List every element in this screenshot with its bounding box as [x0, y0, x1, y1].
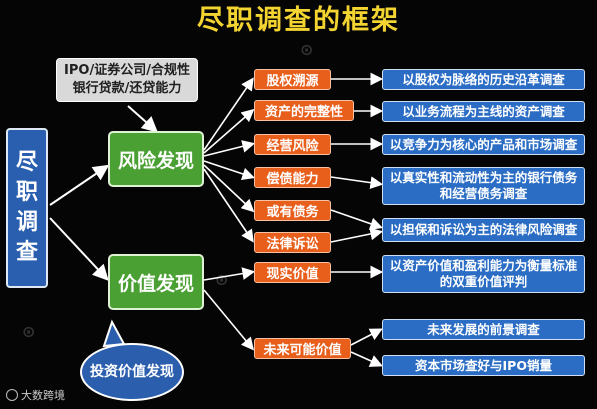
brand-logo-icon: [6, 389, 18, 401]
connector-contingent-legal: [330, 209, 384, 230]
node-litigation: 法律诉讼: [254, 232, 331, 253]
node-solvency: 偿债能力: [254, 167, 331, 188]
connector-grey-risk: [127, 105, 158, 133]
page-title: 尽职调查的框架: [197, 5, 400, 36]
value-discovery-node: 价值发现: [108, 254, 204, 310]
connector-future-capital: [350, 351, 383, 367]
root-node: 尽 职 调 查: [6, 128, 48, 288]
watermark-left: ⊙: [22, 322, 36, 341]
root-char-3: 调: [15, 210, 38, 235]
connector-root-value: [49, 217, 109, 281]
result-legal-risk: 以担保和诉讼为主的法律风险调查: [382, 218, 585, 242]
grey-context-box: IPO/证券公司/合规性 银行贷款/还贷能力: [56, 58, 198, 102]
node-future: 未来可能价值: [254, 338, 351, 359]
connector-solvency-bank: [330, 176, 384, 189]
brand-name: 大数跨境: [21, 389, 65, 402]
result-prospect: 未来发展的前景调查: [382, 319, 585, 340]
result-dual-value: 以资产价值和盈利能力为衡量标准的双重价值评判: [382, 255, 585, 293]
connector-risk-solvency: [203, 160, 256, 181]
result-equity-history: 以股权为脉络的历史沿革调查: [382, 69, 585, 90]
brand-footer: 大数跨境: [6, 387, 65, 403]
connector-risk-contingent: [203, 164, 255, 213]
connector-risk-operations: [203, 140, 256, 157]
node-equity: 股权溯源: [254, 69, 331, 90]
risk-discovery-node: 风险发现: [108, 131, 204, 187]
connector-value-realized: [203, 267, 256, 281]
watermark-mid: ⊙: [215, 270, 229, 289]
connector-risk-litigation: [203, 168, 254, 243]
node-operations: 经营风险: [254, 134, 331, 155]
watermark-top: ⊙: [300, 40, 314, 59]
node-realized: 现实价值: [254, 262, 331, 283]
bubble-tail: [102, 319, 126, 348]
node-assets: 资产的完整性: [254, 100, 354, 121]
grey-box-line1: IPO/证券公司/合规性: [64, 63, 190, 78]
root-char-2: 职: [15, 180, 38, 205]
grey-box-line2: 银行贷款/还贷能力: [72, 81, 182, 96]
result-capital-market: 资本市场查好与IPO销量: [382, 355, 585, 376]
result-product-market: 以竞争力为核心的产品和市场调查: [382, 134, 585, 155]
node-contingent: 或有债务: [254, 200, 331, 221]
investment-value-bubble: 投资价值发现: [80, 343, 184, 401]
connector-litigation-legal: [330, 227, 384, 243]
connector-root-risk: [49, 164, 110, 206]
result-asset-survey: 以业务流程为主线的资产调查: [382, 101, 585, 122]
connector-value-future: [203, 289, 255, 351]
connector-risk-equity: [203, 77, 254, 151]
connector-risk-assets: [203, 108, 255, 154]
root-char-4: 查: [15, 240, 38, 265]
result-bank-debt: 以真实性和流动性为主的银行债务和经营债务调查: [382, 167, 585, 205]
connector-future-prospect: [350, 328, 383, 346]
root-char-1: 尽: [15, 150, 38, 175]
